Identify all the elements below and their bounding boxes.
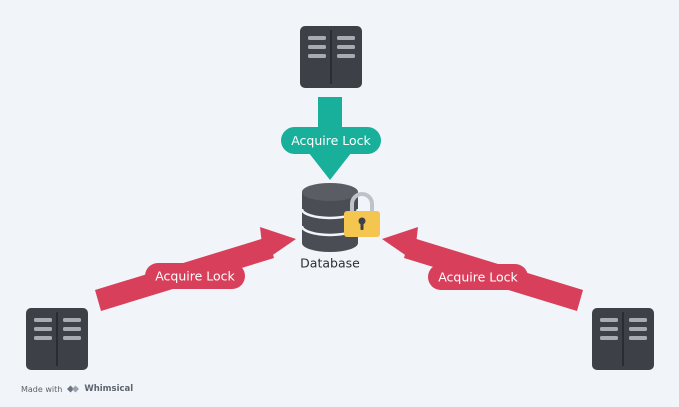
- acquire-lock-label-right: Acquire Lock: [428, 264, 528, 290]
- whimsical-footer[interactable]: Made with Whimsical: [21, 384, 133, 394]
- acquire-lock-text-right: Acquire Lock: [438, 270, 518, 285]
- acquire-lock-label-top: Acquire Lock: [281, 127, 381, 154]
- whimsical-logo-icon: [67, 385, 80, 393]
- acquire-lock-text-left: Acquire Lock: [155, 269, 235, 284]
- server-icon-top: [300, 26, 362, 88]
- made-with-text: Made with: [21, 384, 63, 394]
- whimsical-brand-text: Whimsical: [84, 384, 134, 394]
- server-icon-right: [592, 308, 654, 370]
- padlock-icon: [344, 192, 380, 237]
- database-label: Database: [300, 256, 360, 271]
- acquire-lock-text-top: Acquire Lock: [291, 133, 371, 148]
- server-icon-left: [26, 308, 88, 370]
- acquire-lock-label-left: Acquire Lock: [145, 263, 245, 289]
